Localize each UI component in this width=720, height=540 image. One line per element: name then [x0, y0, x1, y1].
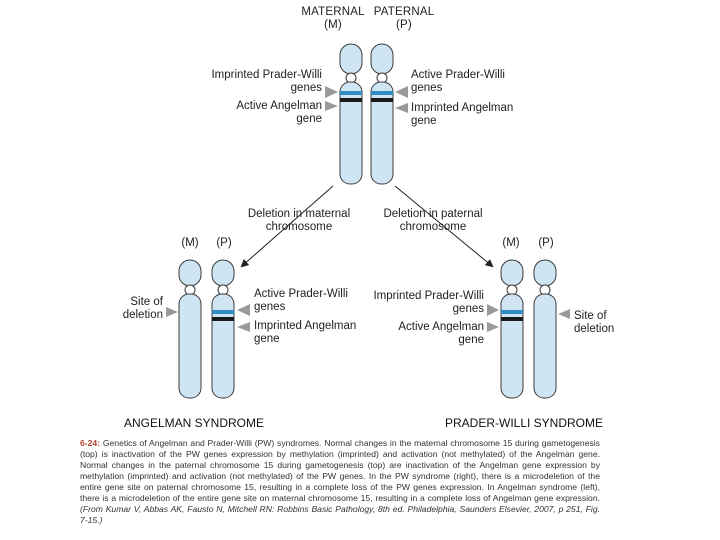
- caption-source: (From Kumar V, Abbas AK, Fausto N, Mitch…: [80, 504, 600, 525]
- top-active-ang-pointer: [325, 101, 338, 111]
- left-p-label: (P): [216, 237, 232, 249]
- right-site-pointer: [558, 309, 570, 319]
- top-imprinted-ang-label-2: gene: [411, 115, 437, 127]
- left-site-label-2: deletion: [123, 309, 163, 321]
- top-imprinted-ang-pointer: [395, 103, 408, 113]
- top-active-pw-label: Active Prader-Willi: [411, 69, 505, 81]
- right-maternal-pw-band: [501, 310, 523, 314]
- top-active-ang-label-2: gene: [296, 113, 322, 125]
- paternal-header: PATERNAL: [374, 6, 435, 18]
- right-maternal-chromosome: [500, 259, 524, 399]
- paternal-deletion-label: Deletion in paternal: [383, 208, 482, 220]
- maternal-abbr: (M): [324, 19, 342, 31]
- maternal-deletion-label: Deletion in maternal: [248, 208, 350, 220]
- left-active-pw-pointer: [237, 304, 250, 316]
- angelman-syndrome-title: ANGELMAN SYNDROME: [124, 416, 264, 430]
- top-maternal-ang-band: [340, 98, 362, 102]
- paternal-deletion-arrow: [394, 185, 494, 268]
- left-imprinted-ang-label-2: gene: [254, 333, 280, 345]
- top-active-pw-label-2: genes: [411, 82, 443, 94]
- figure-label: 6-24:: [80, 438, 101, 448]
- top-maternal-pw-band: [340, 91, 362, 95]
- left-paternal-chromosome: [211, 259, 235, 399]
- right-imprinted-pw-label: Imprinted Prader-Willi: [373, 290, 484, 302]
- figure-caption: 6-24: Genetics of Angelman and Prader-Wi…: [80, 438, 600, 526]
- right-imprinted-pw-label-2: genes: [453, 303, 485, 315]
- left-active-pw-label-2: genes: [254, 301, 286, 313]
- paternal-deletion-label-2: chromosome: [400, 221, 466, 233]
- top-active-ang-label: Active Angelman: [236, 100, 322, 112]
- top-imprinted-pw-pointer: [325, 86, 338, 98]
- top-imprinted-pw-label: Imprinted Prader-Willi: [211, 69, 322, 81]
- top-imprinted-pw-label-2: genes: [291, 82, 323, 94]
- right-p-label: (P): [538, 237, 554, 249]
- left-active-pw-label: Active Prader-Willi: [254, 288, 348, 300]
- left-paternal-ang-band: [212, 317, 234, 321]
- top-imprinted-ang-label: Imprinted Angelman: [411, 102, 513, 114]
- right-imprinted-pw-pointer: [487, 304, 499, 316]
- right-active-ang-label: Active Angelman: [398, 321, 484, 333]
- maternal-header: MATERNAL: [301, 6, 365, 18]
- left-imprinted-ang-pointer: [237, 322, 250, 332]
- top-paternal-pw-band: [371, 91, 393, 95]
- top-active-pw-pointer: [395, 86, 408, 98]
- caption-text: Genetics of Angelman and Prader-Willi (P…: [80, 438, 600, 503]
- right-maternal-ang-band: [501, 317, 523, 321]
- syndrome-genetics-diagram: MATERNAL (M) PATERNAL (P) Imprinted Prad…: [123, 6, 615, 430]
- left-m-label: (M): [181, 237, 198, 249]
- left-site-label: Site of: [130, 296, 163, 308]
- left-paternal-pw-band: [212, 310, 234, 314]
- left-imprinted-ang-label: Imprinted Angelman: [254, 320, 356, 332]
- left-site-pointer: [166, 307, 178, 317]
- prader-willi-syndrome-title: PRADER-WILLI SYNDROME: [445, 416, 603, 430]
- paternal-abbr: (P): [396, 19, 412, 31]
- maternal-deletion-arrow: [240, 185, 334, 268]
- right-active-ang-pointer: [487, 322, 499, 332]
- top-paternal-ang-band: [371, 98, 393, 102]
- maternal-deletion-label-2: chromosome: [266, 221, 332, 233]
- right-site-label-2: deletion: [574, 323, 614, 335]
- right-site-label: Site of: [574, 310, 607, 322]
- top-maternal-chromosome: [339, 43, 363, 185]
- right-m-label: (M): [502, 237, 519, 249]
- right-active-ang-label-2: gene: [458, 334, 484, 346]
- right-paternal-chromosome: [533, 259, 557, 399]
- left-maternal-chromosome: [178, 259, 202, 399]
- top-paternal-chromosome: [370, 43, 394, 185]
